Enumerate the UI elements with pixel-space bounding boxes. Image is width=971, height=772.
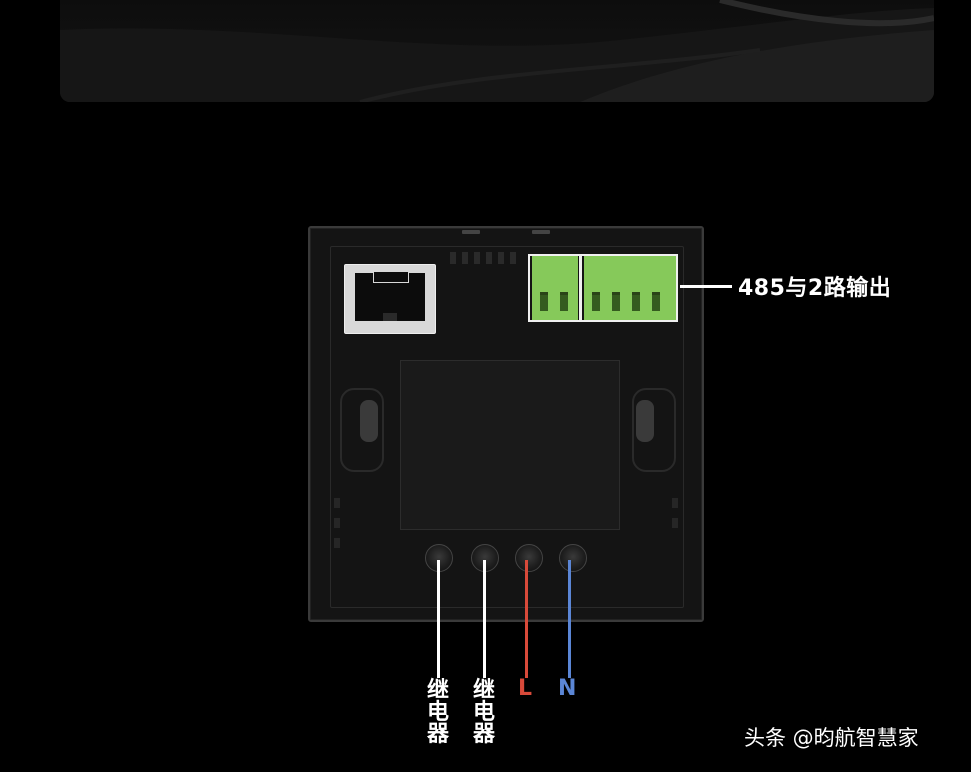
wire-relay-2 [483, 560, 486, 678]
wire-terminal-screw [515, 544, 543, 572]
wire-label-relay-2: 继电器 [472, 678, 495, 747]
callout-line [680, 285, 732, 288]
rj45-port [344, 264, 436, 334]
wire-label-relay-1: 继电器 [426, 678, 449, 747]
side-mark [334, 538, 340, 548]
panel-inner-frame [330, 246, 684, 608]
terminal-pin [540, 292, 548, 311]
wire-live [525, 560, 528, 678]
side-mark [334, 518, 340, 528]
terminal-pin [612, 292, 620, 311]
side-mark [334, 498, 340, 508]
top-notch [532, 230, 550, 234]
side-mark [672, 518, 678, 528]
wire-neutral [568, 560, 571, 678]
top-banner-image [60, 0, 934, 102]
rj45-socket [355, 272, 425, 321]
terminal-block [528, 254, 678, 322]
center-plate [400, 360, 620, 530]
wire-label-n: N [558, 676, 577, 701]
terminal-pin [652, 292, 660, 311]
terminal-485 [532, 256, 578, 320]
switch-back-panel [308, 226, 704, 622]
terminal-divider [579, 256, 582, 320]
vent-slots [450, 252, 520, 264]
watermark: 头条 @昀航智慧家 [744, 726, 919, 750]
mount-clip-right [632, 388, 676, 472]
terminal-pin [632, 292, 640, 311]
top-notch [462, 230, 480, 234]
clip-knob-left [360, 400, 378, 442]
wave-graphic [60, 0, 934, 102]
mount-clip-left [340, 388, 384, 472]
clip-knob-right [636, 400, 654, 442]
wire-terminal-screw [559, 544, 587, 572]
callout-label: 485与2路输出 [738, 276, 892, 301]
wire-label-l: L [518, 676, 533, 701]
terminal-pin [560, 292, 568, 311]
side-mark [672, 498, 678, 508]
terminal-pin [592, 292, 600, 311]
wire-relay-1 [437, 560, 440, 678]
